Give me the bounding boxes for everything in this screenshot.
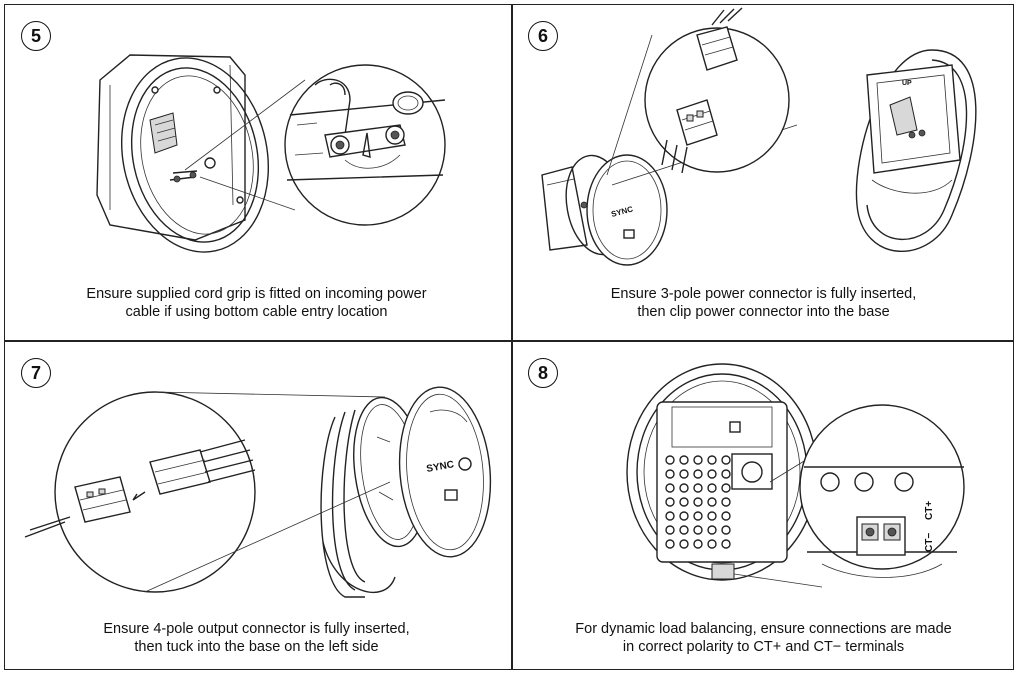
pcb-terminal-dot [721,511,731,521]
pcb-terminal-dot [721,455,731,465]
pcb-terminal-dot [679,539,689,549]
pcb-terminal-dot [707,497,717,507]
pcb-terminal-dot [721,539,731,549]
step-7-panel: 7 SYNC [5,342,508,675]
step-6-panel: 6 SYNC [512,5,1015,338]
caption-line-2: then tuck into the base on the left side [134,639,379,655]
caption-line-1: For dynamic load balancing, ensure conne… [575,621,952,637]
ct-plus-label: CT+ [924,501,935,520]
pcb-terminal-dot [679,511,689,521]
pcb-terminal-dot [693,497,703,507]
step-number-badge: 7 [21,358,51,388]
pcb-terminal-dot [665,511,675,521]
brand-logo-text: SYNC [426,459,455,475]
pcb-terminal-dot [721,469,731,479]
pcb-terminal-dot [707,469,717,479]
step-number-badge: 6 [528,21,558,51]
pcb-terminal-dot [665,539,675,549]
step-number-badge: 5 [21,21,51,51]
pcb-terminal-dot [707,525,717,535]
step-5-illustration [96,54,446,253]
pcb-terminal-dot [721,497,731,507]
pcb-terminal-dot [679,483,689,493]
pcb-terminal-dot [665,455,675,465]
caption-line-1: Ensure supplied cord grip is fitted on i… [86,286,427,302]
step-7-caption: Ensure 4-pole output connector is fully … [5,620,508,656]
step-7-illustration: SYNC [24,386,492,598]
pcb-terminal-dot [707,455,717,465]
step-5-panel: 5 [5,5,508,338]
pcb-terminal-dot [693,539,703,549]
grid-divider-vertical [511,5,513,669]
step-8-panel: 8 CT− CT [512,342,1015,675]
caption-line-2: cable if using bottom cable entry locati… [125,304,388,320]
step-number-badge: 8 [528,358,558,388]
ct-minus-label: CT− [924,533,935,552]
step-8-illustration: CT− CT+ [626,363,965,588]
caption-line-2: in correct polarity to CT+ and CT− termi… [622,639,905,655]
caption-line-1: Ensure 3-pole power connector is fully i… [610,286,917,302]
step-5-caption: Ensure supplied cord grip is fitted on i… [5,285,508,321]
pcb-terminal-dot [679,525,689,535]
caption-line-1: Ensure 4-pole output connector is fully … [103,621,410,637]
pcb-terminal-dot [665,483,675,493]
pcb-terminal-dot [665,525,675,535]
step-8-caption: For dynamic load balancing, ensure conne… [512,620,1015,656]
pcb-terminal-dot [707,539,717,549]
pcb-terminal-dot [693,511,703,521]
step-6-caption: Ensure 3-pole power connector is fully i… [512,285,1015,321]
caption-line-2: then clip power connector into the base [637,304,890,320]
pcb-terminal-dot [679,469,689,479]
pcb-terminal-dot [693,455,703,465]
instruction-grid: 5 [4,4,1014,670]
grid-divider-horizontal [5,340,1013,342]
pcb-terminal-dot [693,469,703,479]
pcb-terminal-dot [693,525,703,535]
step-6-illustration: SYNC UP [541,7,977,266]
pcb-terminal-dot [721,525,731,535]
pcb-terminal-dot [707,483,717,493]
pcb-terminal-dot [665,497,675,507]
pcb-terminal-dot [679,455,689,465]
up-label: UP [902,80,912,87]
pcb-terminal-dot [665,469,675,479]
pcb-terminal-dot [707,511,717,521]
pcb-terminal-dot [693,483,703,493]
pcb-terminal-dot [721,483,731,493]
pcb-terminal-dot [679,497,689,507]
